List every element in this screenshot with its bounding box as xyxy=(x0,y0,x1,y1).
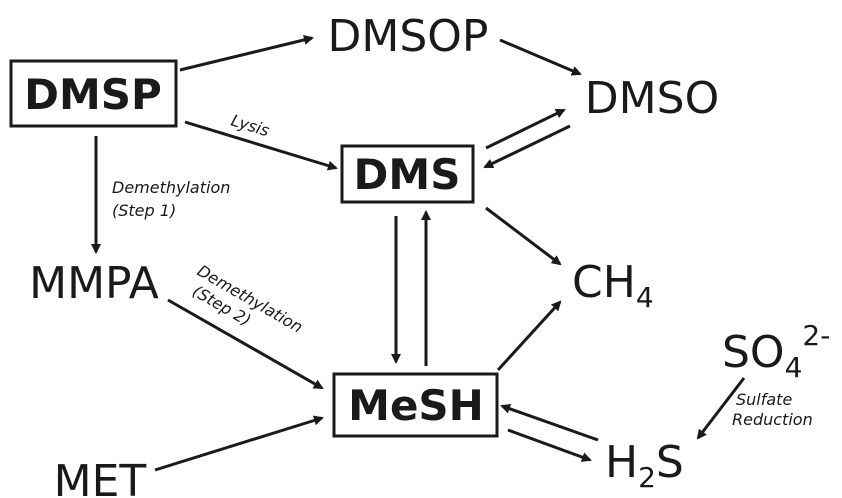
arrow-h2s-to-mesh xyxy=(500,403,599,442)
label-demeth1-line1: Demethylation xyxy=(112,178,230,197)
h2s-h: H xyxy=(605,437,638,488)
arrow-so4-to-h2s xyxy=(696,377,746,440)
arrow-dmso-to-dms xyxy=(483,124,571,169)
node-dms: DMS xyxy=(354,150,461,199)
arrows xyxy=(91,35,746,472)
h2s-subscript: 2 xyxy=(638,461,656,494)
node-dmsop: DMSOP xyxy=(328,11,489,62)
arrow-mesh-to-h2s xyxy=(507,428,592,462)
arrow-met-to-mesh xyxy=(154,415,324,472)
arrow-mesh-to-ch4 xyxy=(496,300,562,372)
label-demeth1-line2: (Step 1) xyxy=(112,201,176,220)
arrow-dms-to-ch4 xyxy=(485,206,562,266)
label-demethylation-step1: Demethylation (Step 1) xyxy=(112,178,235,220)
arrow-dms-to-dmso xyxy=(485,108,566,150)
mesh-box xyxy=(332,372,499,438)
label-sulfate-reduction: Sulfate Reduction xyxy=(732,390,813,429)
arrow-dmsop-to-dmso xyxy=(499,38,582,76)
arrow-dmsp-to-dms xyxy=(184,120,338,171)
node-mesh: MeSH xyxy=(348,381,484,430)
arrow-dmsp-to-dmsop xyxy=(179,35,314,72)
node-so4: SO42- xyxy=(722,319,830,384)
ch4-subscript: 4 xyxy=(636,281,654,314)
dms-box xyxy=(340,144,475,204)
label-sulfate-line2: Reduction xyxy=(732,410,813,429)
so4-superscript: 2- xyxy=(802,319,830,352)
arrow-mmpa-to-mesh xyxy=(167,298,324,390)
dmsp-box xyxy=(9,59,178,128)
node-dmso: DMSO xyxy=(585,73,719,124)
node-dmsp: DMSP xyxy=(24,70,162,119)
label-demethylation-step2: Demethylation (Step 2) xyxy=(189,261,306,337)
node-mmpa: MMPA xyxy=(29,258,159,309)
so4-subscript: 4 xyxy=(785,351,803,384)
node-h2s: H2S xyxy=(605,437,684,494)
h2s-s: S xyxy=(656,437,684,488)
node-met: MET xyxy=(54,456,147,498)
label-sulfate-line1: Sulfate xyxy=(736,390,792,409)
ch4-base: CH xyxy=(572,257,636,308)
node-ch4: CH4 xyxy=(572,257,654,314)
so4-base: SO xyxy=(722,327,785,378)
